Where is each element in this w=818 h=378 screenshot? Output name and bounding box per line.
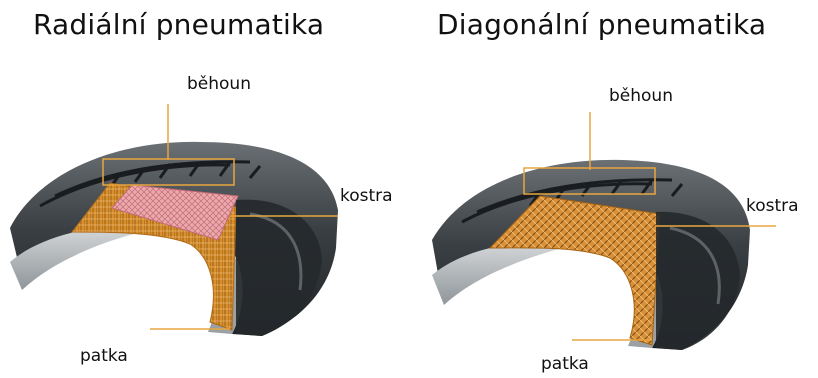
radial-carcass-label: kostra (340, 186, 393, 206)
radial-bead-label: patka (80, 346, 128, 366)
bias-tread-label: běhoun (609, 86, 673, 106)
radial-tire-illustration (10, 142, 338, 336)
bias-tire-illustration (432, 160, 750, 350)
bias-carcass-label: kostra (746, 196, 799, 216)
radial-tread-label: běhoun (187, 74, 251, 94)
bias-bead-label: patka (541, 354, 589, 374)
